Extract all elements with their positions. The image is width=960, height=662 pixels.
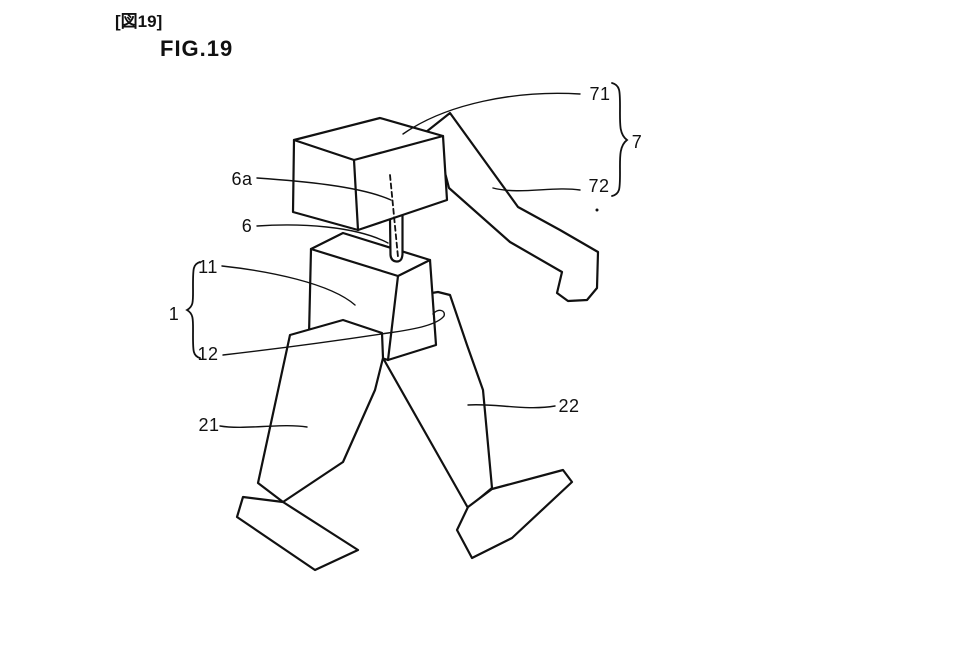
joint-axis-dashed-line <box>389 174 399 258</box>
ref-label-12: 12 <box>197 344 218 364</box>
leader-line-72 <box>492 187 581 192</box>
leader-line-6 <box>256 224 389 244</box>
figure-title: FIG.19 <box>160 36 233 61</box>
ref-label-1: 1 <box>169 304 180 324</box>
leader-line-11 <box>221 265 356 306</box>
ref-label-6: 6 <box>242 216 253 236</box>
ref-label-22: 22 <box>558 396 579 416</box>
leader-line-71 <box>402 92 581 135</box>
leader-line-21 <box>219 425 308 428</box>
leader-line-22 <box>467 403 556 409</box>
ref-label-71: 71 <box>589 84 610 104</box>
brace-1 <box>185 261 201 359</box>
ref-label-11: 11 <box>198 257 218 277</box>
annotation-lines-group <box>219 92 581 428</box>
doc-figure-tag: [図19] <box>115 12 162 31</box>
ref-label-72: 72 <box>588 176 609 196</box>
ref-label-21: 21 <box>198 415 219 435</box>
braces-group <box>185 82 629 359</box>
print-dot <box>595 208 599 212</box>
upper-torso-box <box>291 116 449 232</box>
left-leg-shape <box>256 318 385 504</box>
right-arm-shape <box>424 111 600 303</box>
hip-rotation-arc <box>222 309 445 356</box>
ref-label-7: 7 <box>632 132 643 152</box>
right-foot-shape <box>455 468 574 560</box>
left-foot-shape <box>235 495 360 572</box>
robot-body-group <box>235 111 600 572</box>
ref-label-6a: 6a <box>231 169 253 189</box>
labels-group: [図19] FIG.19 71 72 7 6a 6 11 1 12 21 22 <box>115 12 642 435</box>
leader-line-6a <box>256 177 392 201</box>
brace-7 <box>611 82 629 197</box>
